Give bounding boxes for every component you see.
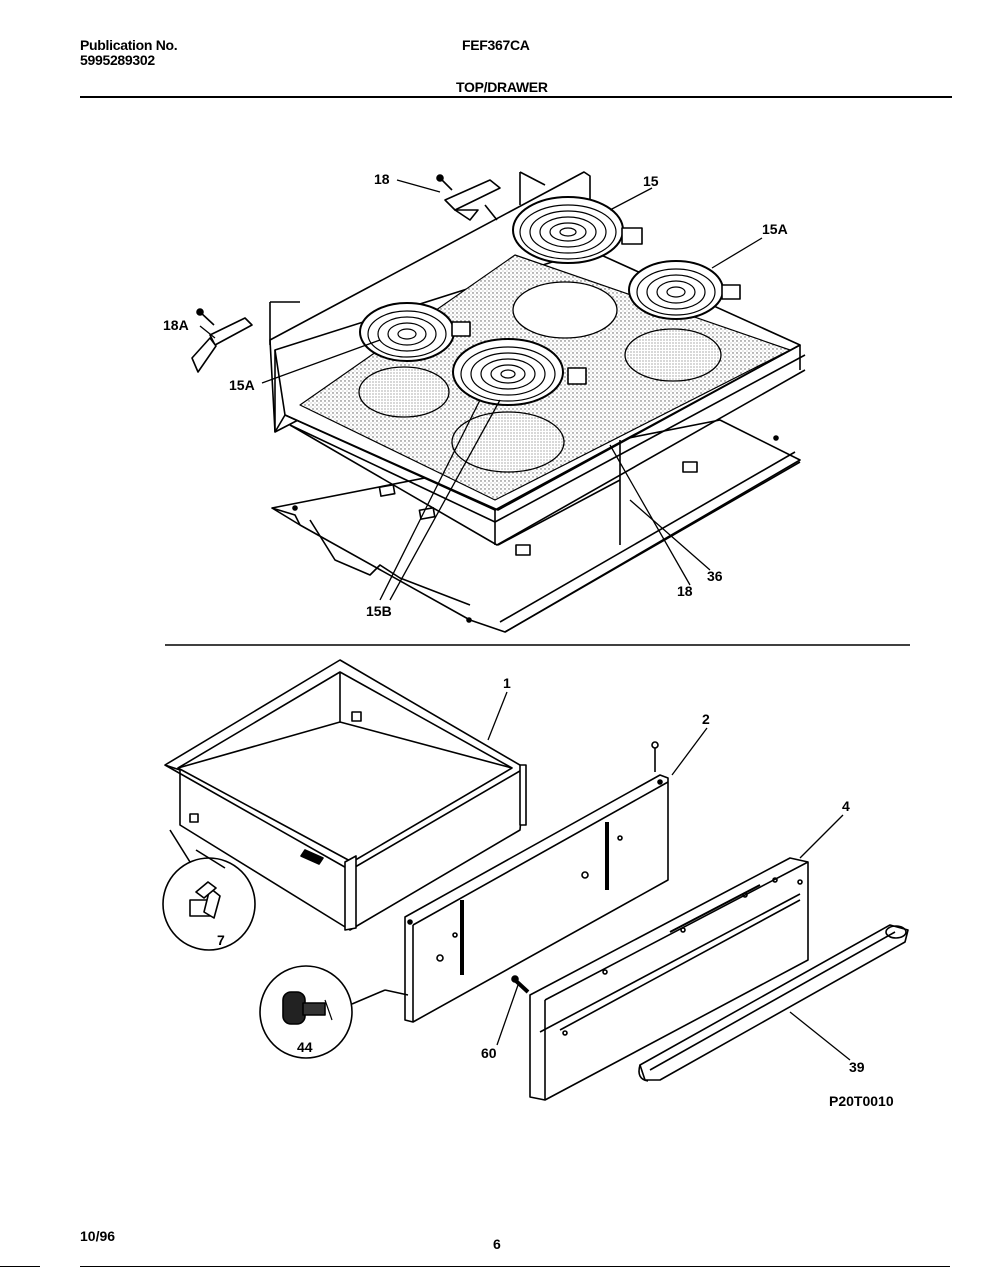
hinge-bracket-left	[191, 308, 253, 373]
callout-18: 18	[677, 583, 693, 599]
drawer-back-panel	[404, 741, 669, 1023]
reflector-bowl	[358, 366, 450, 418]
callout-15A: 15A	[229, 377, 255, 393]
callout-15B: 15B	[366, 603, 392, 619]
publication-label: Publication No.	[80, 37, 178, 53]
surface-element-large-front	[452, 338, 587, 406]
publication-block: Publication No. 5995289302	[80, 37, 178, 68]
publication-number: 5995289302	[80, 52, 155, 68]
callout-18: 18	[374, 171, 390, 187]
cooktop-base-pan	[271, 419, 801, 633]
model-number: FEF367CA	[462, 37, 530, 53]
revision-date: 10/96	[80, 1228, 116, 1244]
footer-rule	[80, 1266, 950, 1267]
callout-4: 4	[842, 798, 850, 814]
drawer-handle	[638, 924, 909, 1082]
header-rule	[80, 96, 952, 98]
callout-15: 15	[643, 173, 659, 189]
callout-15A: 15A	[762, 221, 788, 237]
reflector-bowl	[451, 411, 565, 473]
surface-element-large-back	[512, 196, 643, 264]
surface-element-small-left	[359, 302, 471, 362]
callout-18A: 18A	[163, 317, 189, 333]
drawer-body	[164, 659, 527, 931]
detail-circle-7	[162, 829, 256, 951]
figure-code: P20T0010	[829, 1093, 894, 1109]
reflector-bowl	[512, 281, 618, 339]
reflector-bowl	[624, 328, 722, 382]
callout-1: 1	[503, 675, 511, 691]
callout-2: 2	[702, 711, 710, 727]
drawer-front-panel	[529, 857, 809, 1101]
drawer-screw	[511, 975, 530, 994]
footer-rule	[0, 1266, 40, 1267]
section-title: TOP/DRAWER	[456, 79, 548, 95]
page-number: 6	[493, 1236, 501, 1252]
callout-39: 39	[849, 1059, 865, 1075]
hinge-bracket-right	[436, 174, 501, 221]
callout-36: 36	[707, 568, 723, 584]
detail-circle-44	[259, 965, 409, 1059]
surface-element-small-right	[628, 260, 741, 320]
callout-7: 7	[217, 932, 225, 948]
callout-60: 60	[481, 1045, 497, 1061]
callout-44: 44	[297, 1039, 313, 1055]
